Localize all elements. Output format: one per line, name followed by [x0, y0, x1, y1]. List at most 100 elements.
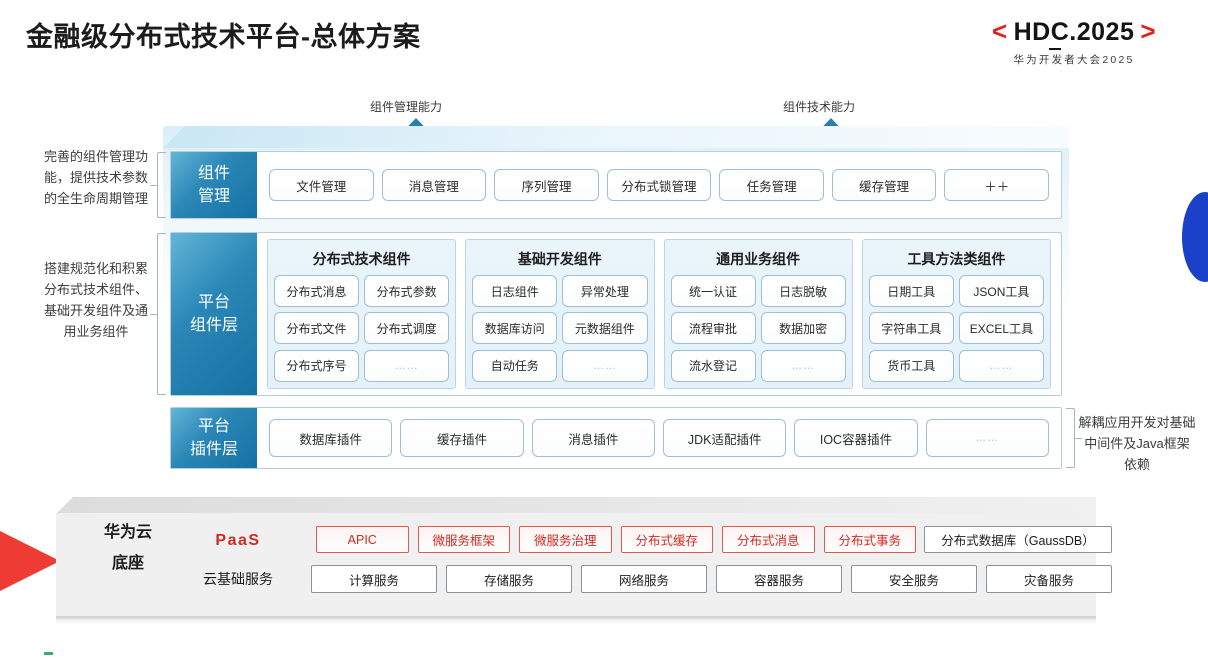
chip-more-ellipsis[interactable]: ……	[760, 349, 846, 382]
chip-excel-utility[interactable]: EXCEL工具	[958, 312, 1044, 345]
chip-distributed-schedule[interactable]: 分布式调度	[364, 312, 450, 345]
chip-distributed-lock-management[interactable]: 分布式锁管理	[606, 169, 712, 201]
band-label-line2: 插件层	[189, 441, 238, 458]
chip-message-plugin[interactable]: 消息插件	[531, 419, 655, 457]
chip-data-encryption[interactable]: 数据加密	[760, 312, 846, 345]
group-grid: 统一认证 日志脱敏 流程审批 数据加密 流水登记 ……	[670, 275, 846, 382]
chip-cache-plugin[interactable]: 缓存插件	[400, 419, 524, 457]
box-distributed-cache[interactable]: 分布式缓存	[620, 526, 713, 553]
chip-ioc-container-plugin[interactable]: IOC容器插件	[794, 419, 918, 457]
row-paas-database: 分布式数据库（GaussDB）	[924, 526, 1112, 553]
chip-transaction-record[interactable]: 流水登记	[670, 349, 756, 382]
group-grid: 日期工具 JSON工具 字符串工具 EXCEL工具 货币工具 ……	[868, 275, 1044, 382]
huawei-cloud-base: 华为云 底座 PaaS 云基础服务 APIC 微服务框架 微服务治理 分布式缓存…	[56, 497, 1112, 624]
row-cloud-basic-services: 计算服务 存储服务 网络服务 容器服务 安全服务 灾备服务	[311, 565, 1112, 593]
group-basic-dev-components: 基础开发组件 日志组件 异常处理 数据库访问 元数据组件 自动任务 ……	[465, 239, 655, 389]
band-label-line1: 平台	[197, 417, 230, 435]
box-network-service[interactable]: 网络服务	[581, 565, 707, 593]
hdc-logo-subtitle: 华为开发者大会2025	[1013, 54, 1135, 66]
box-distributed-database-gaussdb[interactable]: 分布式数据库（GaussDB）	[924, 526, 1112, 553]
box-storage-service[interactable]: 存储服务	[446, 565, 572, 593]
band-label-line1: 平台	[197, 293, 230, 311]
box-container-service[interactable]: 容器服务	[716, 565, 842, 593]
chip-distributed-file[interactable]: 分布式文件	[274, 312, 360, 345]
platform-panel-top-bevel	[163, 126, 1069, 148]
blue-lens-decoration	[1182, 192, 1208, 282]
chip-task-management[interactable]: 任务管理	[719, 169, 824, 201]
band-label-line2: 管理	[197, 188, 230, 205]
chip-log-component[interactable]: 日志组件	[472, 275, 558, 307]
chip-metadata-component[interactable]: 元数据组件	[562, 312, 648, 345]
chip-more-ellipsis[interactable]: ……	[925, 419, 1049, 457]
group-grid: 日志组件 异常处理 数据库访问 元数据组件 自动任务 ……	[472, 275, 648, 382]
chip-jdk-adapter-plugin[interactable]: JDK适配插件	[662, 419, 787, 457]
band-label-line1: 组件	[197, 164, 230, 182]
chip-distributed-sequence[interactable]: 分布式序号	[274, 349, 360, 382]
box-distributed-transaction[interactable]: 分布式事务	[823, 526, 916, 553]
box-compute-service[interactable]: 计算服务	[311, 565, 437, 593]
base-title-line2: 底座	[111, 555, 144, 573]
group-title: 工具方法类组件	[907, 251, 1006, 267]
note-left-management: 完善的组件管理功能，提供技术参数的全生命周期管理	[43, 149, 148, 207]
arrow-label-management: 组件管理能力	[370, 100, 443, 114]
chip-database-plugin[interactable]: 数据库插件	[269, 419, 393, 457]
chip-database-access[interactable]: 数据库访问	[472, 312, 558, 345]
box-security-service[interactable]: 安全服务	[851, 565, 977, 593]
group-common-business-components: 通用业务组件 统一认证 日志脱敏 流程审批 数据加密 流水登记 ……	[663, 239, 853, 389]
group-grid: 分布式消息 分布式参数 分布式文件 分布式调度 分布式序号 ……	[274, 275, 450, 382]
page-title: 金融级分布式技术平台-总体方案	[26, 22, 421, 52]
label-cloud-basic-services: 云基础服务	[203, 571, 273, 587]
brace-components	[157, 233, 166, 395]
chip-message-management[interactable]: 消息管理	[381, 169, 487, 201]
chip-exception-handling[interactable]: 异常处理	[562, 275, 648, 307]
group-distributed-tech-components: 分布式技术组件 分布式消息 分布式参数 分布式文件 分布式调度 分布式序号 ……	[267, 239, 457, 389]
base-title-line1: 华为云	[103, 524, 152, 541]
hdc-logo: < HDC.2025 > 华为开发者大会2025	[954, 16, 1194, 67]
box-microservice-framework[interactable]: 微服务框架	[417, 526, 510, 553]
chip-file-management[interactable]: 文件管理	[269, 169, 374, 201]
box-microservice-governance[interactable]: 微服务治理	[519, 526, 612, 553]
chip-auto-task[interactable]: 自动任务	[472, 349, 558, 382]
chip-process-approval[interactable]: 流程审批	[670, 312, 756, 345]
hdc-underline-mark	[1048, 48, 1061, 50]
hdc-logo-word: HDC.2025	[1013, 18, 1135, 46]
chip-log-masking[interactable]: 日志脱敏	[760, 275, 846, 307]
chip-distributed-parameter[interactable]: 分布式参数	[364, 275, 450, 307]
chip-more-ellipsis[interactable]: ……	[562, 349, 648, 382]
chip-unified-auth[interactable]: 统一认证	[670, 275, 756, 307]
chip-distributed-message[interactable]: 分布式消息	[274, 275, 360, 307]
box-disaster-recovery-service[interactable]: 灾备服务	[986, 565, 1112, 593]
band-label-line2: 组件层	[189, 317, 238, 334]
chip-cache-management[interactable]: 缓存管理	[831, 169, 937, 201]
base-top-bevel	[56, 497, 1096, 514]
band-body-platform-component-layer: 分布式技术组件 分布式消息 分布式参数 分布式文件 分布式调度 分布式序号 ………	[257, 233, 1061, 395]
chip-more-ellipsis[interactable]: ……	[364, 349, 450, 382]
note-left-components: 搭建规范化和积累分布式技术组件、基础开发组件及通用业务组件	[43, 261, 148, 340]
brace-tick-components	[150, 314, 157, 315]
band-label-component-management: 组件 管理	[171, 152, 257, 218]
band-platform-plugin-layer: 平台 插件层 数据库插件 缓存插件 消息插件 JDK适配插件 IOC容器插件 ……	[170, 407, 1062, 469]
hdc-right-bracket-icon: >	[1140, 16, 1157, 46]
chip-string-utility[interactable]: 字符串工具	[868, 312, 954, 345]
chip-date-utility[interactable]: 日期工具	[868, 275, 954, 307]
box-distributed-message[interactable]: 分布式消息	[722, 526, 815, 553]
brace-plugin-right	[1066, 408, 1075, 468]
brace-management	[157, 152, 166, 218]
note-right-decoupling: 解耦应用开发对基础中间件及Java框架依赖	[1078, 415, 1196, 473]
band-body-component-management: 文件管理 消息管理 序列管理 分布式锁管理 任务管理 缓存管理 ＋＋	[257, 152, 1061, 218]
group-title: 通用业务组件	[716, 251, 801, 267]
chip-more-ellipsis[interactable]: ……	[958, 349, 1044, 382]
base-drop-shadow	[56, 616, 1096, 624]
red-wedge-decoration	[0, 500, 60, 622]
group-utility-components: 工具方法类组件 日期工具 JSON工具 字符串工具 EXCEL工具 货币工具 ……	[861, 239, 1051, 389]
chip-sequence-management[interactable]: 序列管理	[494, 169, 599, 201]
chip-add-more[interactable]: ＋＋	[944, 169, 1050, 201]
box-apic[interactable]: APIC	[316, 526, 409, 553]
label-paas: PaaS	[215, 532, 261, 549]
band-component-management: 组件 管理 文件管理 消息管理 序列管理 分布式锁管理 任务管理 缓存管理 ＋＋	[170, 151, 1062, 219]
brace-tick-management	[150, 185, 157, 186]
group-title: 基础开发组件	[517, 251, 602, 267]
green-tick-decoration	[44, 652, 53, 655]
chip-json-utility[interactable]: JSON工具	[958, 275, 1044, 307]
chip-currency-utility[interactable]: 货币工具	[868, 349, 954, 382]
